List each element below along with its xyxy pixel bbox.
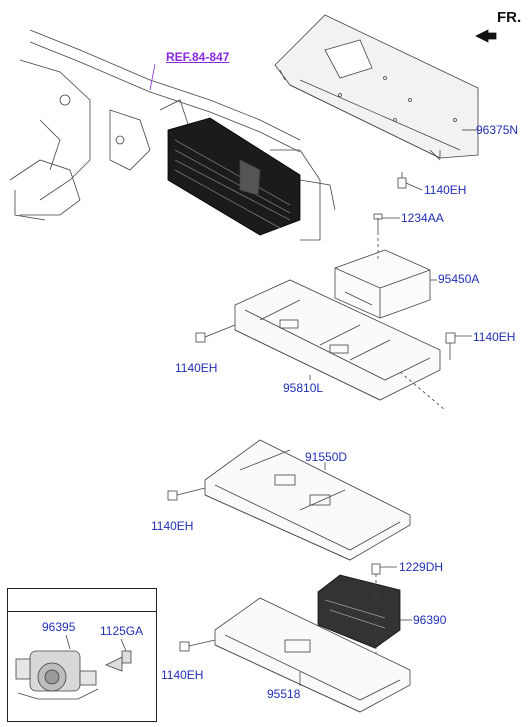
module-95450A: [334, 249, 431, 319]
crossmember-frame: [9, 29, 336, 241]
bolt-1125GA-icon: [105, 650, 132, 672]
reference-link[interactable]: REF.84-847: [166, 50, 230, 64]
bolt-1229DH: [371, 563, 381, 575]
inset-artwork: [15, 634, 132, 700]
part-label-96390: 96390: [413, 613, 447, 627]
part-label-96375N: 96375N: [476, 123, 519, 137]
screw-1234AA: [373, 213, 383, 232]
part-label-95450A: 95450A: [438, 272, 480, 286]
bolt-1140EH-left2: [167, 487, 206, 501]
part-label-96395: 96395: [42, 620, 76, 634]
front-direction-label: FR.: [497, 9, 522, 26]
part-label-95518: 95518: [267, 687, 301, 701]
part-label-1140EH-right: 1140EH: [473, 330, 516, 344]
part-label-1234AA: 1234AA: [401, 211, 444, 225]
part-label-1229DH: 1229DH: [399, 560, 444, 574]
bolt-1140EH-left3: [179, 639, 216, 652]
inset-detail-box: 96395 1125GA: [7, 588, 157, 722]
leader-ref: [149, 63, 156, 91]
bolt-1140EH-top: [397, 172, 407, 189]
bolt-1140EH-left1: [195, 324, 236, 343]
bolt-1140EH-right: [445, 332, 456, 360]
part-label-1125GA: 1125GA: [100, 624, 144, 638]
upper-bracket: [274, 14, 479, 161]
leader-1140EH-top: [405, 182, 423, 191]
heat-sink-block: [167, 117, 301, 236]
part-label-91550D: 91550D: [305, 450, 348, 464]
part-label-95810L: 95810L: [283, 381, 324, 395]
tray-95518: [214, 597, 411, 713]
sensor-96395-icon: [15, 650, 99, 700]
tray-95810L: [234, 279, 441, 401]
tray-91550D: [204, 439, 411, 561]
part-label-1140EH-left2: 1140EH: [151, 519, 194, 533]
inset-header: [8, 589, 156, 612]
part-label-1140EH-top: 1140EH: [424, 183, 467, 197]
part-label-1140EH-left1: 1140EH: [175, 361, 218, 375]
front-direction-arrow: [475, 29, 497, 43]
part-label-1140EH-left3: 1140EH: [161, 668, 204, 682]
